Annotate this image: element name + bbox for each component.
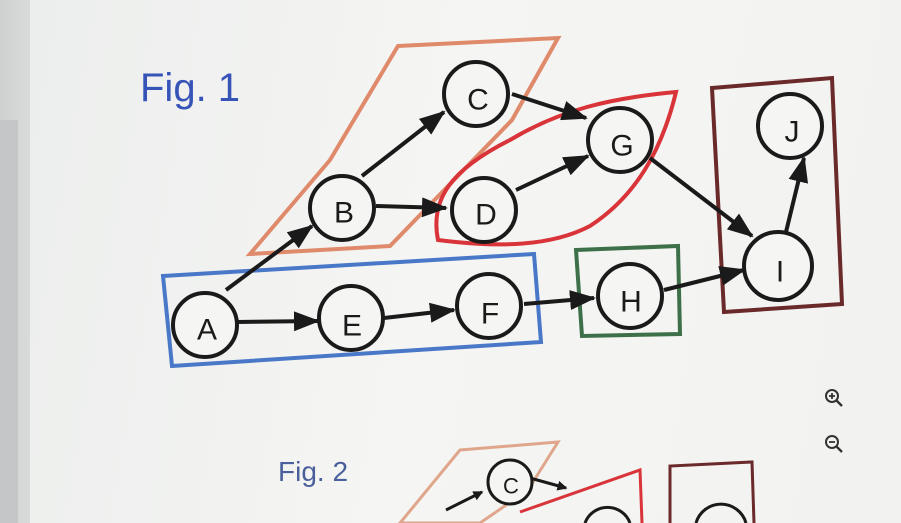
node-e-label: E <box>342 310 362 343</box>
node-f-label: F <box>481 298 499 331</box>
node-a[interactable]: A <box>171 291 239 359</box>
node-a-label: A <box>197 314 217 347</box>
fig2-group-outline-maroon <box>668 460 756 523</box>
edge-d-g <box>515 154 590 192</box>
edge-c-g <box>511 92 588 121</box>
figure-2-preview: C <box>398 440 756 523</box>
node-e[interactable]: E <box>317 284 385 352</box>
fig2-edge-c-out <box>529 476 568 491</box>
fig2-edge <box>445 490 484 512</box>
edge-g-i <box>648 156 754 238</box>
figure-2-label: Fig. 2 <box>278 456 349 487</box>
edge-e-f <box>383 302 456 323</box>
node-i-label: I <box>776 256 784 289</box>
node-b[interactable]: B <box>308 174 376 242</box>
group-i-j-outline <box>709 75 845 315</box>
edge-a-b <box>224 224 314 292</box>
node-b-label: B <box>334 197 354 230</box>
node-j[interactable]: J <box>756 92 824 160</box>
edge-i-j <box>784 156 809 233</box>
zoom-in-icon <box>825 389 843 407</box>
zoom-out-button[interactable] <box>822 432 846 456</box>
group-a-e-f-outline <box>160 251 544 369</box>
node-d-label: D <box>475 199 497 232</box>
fig2-node-partial-1 <box>583 505 632 523</box>
node-h[interactable]: H <box>596 262 664 330</box>
edge-b-c <box>360 110 446 178</box>
group-b-c-outline <box>245 35 562 257</box>
node-g[interactable]: G <box>586 106 654 174</box>
fig2-group-outline-red <box>519 467 644 523</box>
scrollbar[interactable] <box>0 120 18 523</box>
node-h-label: H <box>620 286 642 319</box>
node-c-label: C <box>467 84 489 117</box>
zoom-out-icon <box>825 435 843 453</box>
edge-f-h <box>523 290 596 311</box>
edge-b-d <box>375 197 448 218</box>
node-c[interactable]: C <box>442 60 510 128</box>
fig2-node-c-label: C <box>503 474 519 499</box>
node-d[interactable]: D <box>450 176 518 244</box>
fig2-group-outline-orange <box>398 440 561 523</box>
node-g-label: G <box>610 130 633 163</box>
group-d-g-outline <box>434 89 679 247</box>
node-j-label: J <box>785 116 800 149</box>
edge-a-e <box>235 311 320 332</box>
edge-h-i <box>663 266 746 292</box>
fig2-node-c <box>486 458 534 506</box>
figure-1-label: Fig. 1 <box>140 66 241 110</box>
fig2-node-partial-2 <box>694 502 748 523</box>
zoom-in-button[interactable] <box>822 386 846 410</box>
node-f[interactable]: F <box>455 272 523 340</box>
node-i[interactable]: I <box>742 230 814 302</box>
